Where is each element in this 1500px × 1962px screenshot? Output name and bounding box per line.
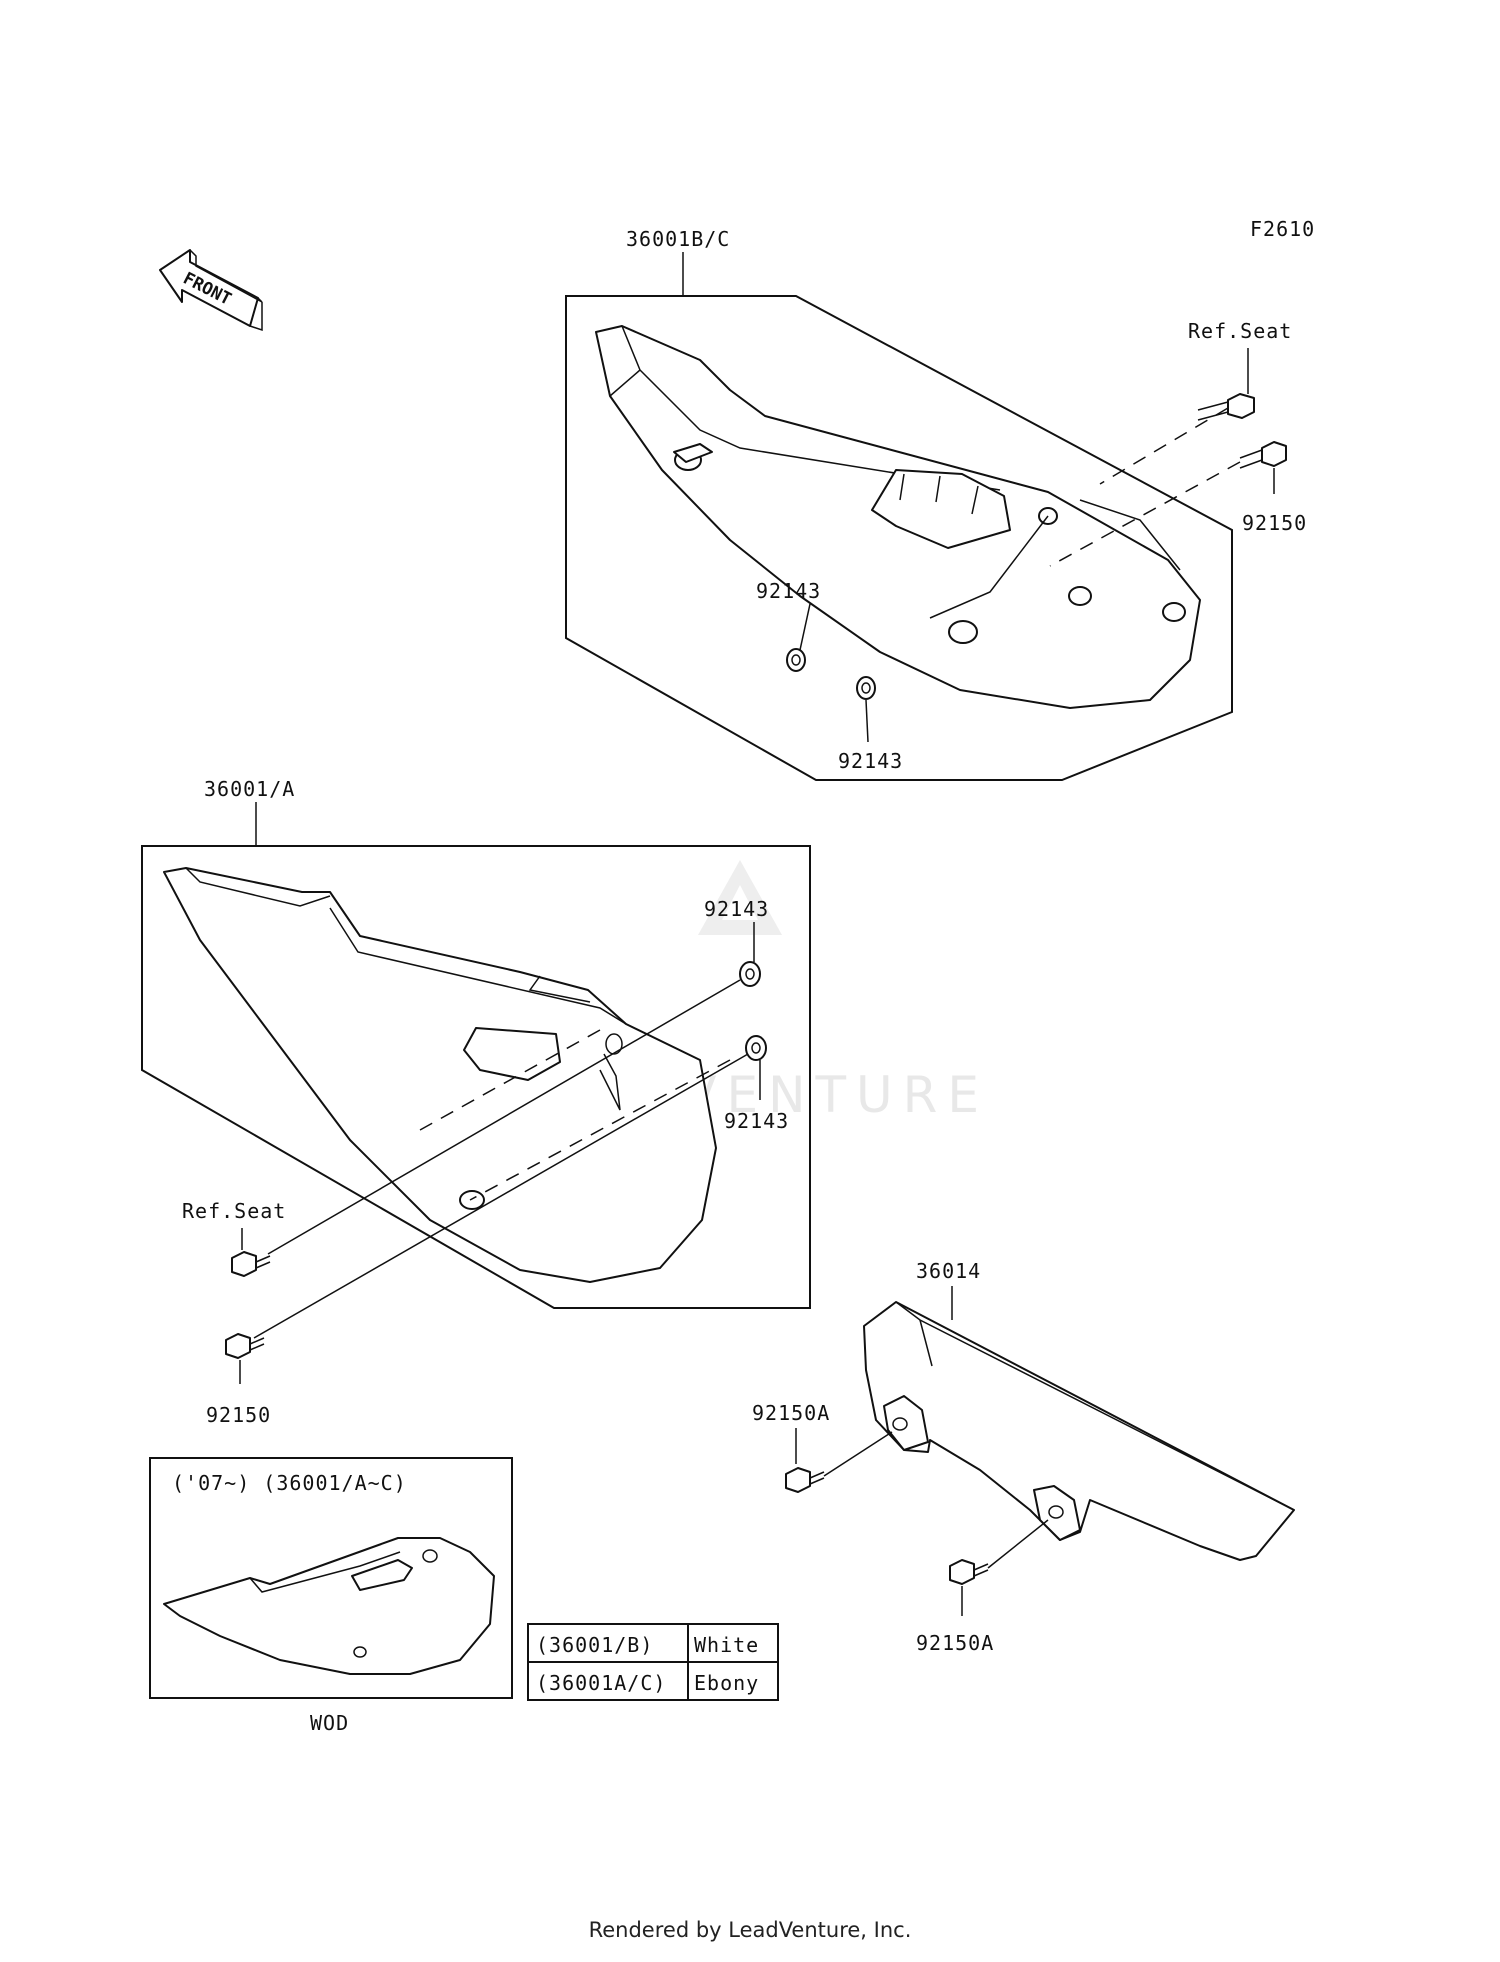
callout-92143-mid-1: 92143 — [704, 897, 769, 921]
table-row-2-part: (36001A/C) — [536, 1671, 666, 1695]
table-row-1-part: (36001/B) — [536, 1633, 653, 1657]
front-arrow-icon: FRONT — [159, 249, 263, 332]
washer-icon-mid-1 — [739, 961, 761, 987]
callout-36014: 36014 — [916, 1259, 981, 1283]
callout-92143-mid-2: 92143 — [724, 1109, 789, 1133]
callout-92150a-1: 92150A — [752, 1401, 830, 1425]
color-table: (36001/B) White (36001A/C) Ebony — [527, 1623, 779, 1701]
chain-cover-36014 — [863, 1301, 1295, 1561]
washer-icon-mid-2 — [745, 1035, 767, 1061]
bolt-icon-chain-1 — [785, 1467, 825, 1493]
inset-frame — [149, 1457, 513, 1699]
callout-36001a: 36001/A — [204, 777, 295, 801]
washer-icon-top-1 — [786, 648, 806, 672]
washer-icon-top-2 — [856, 676, 876, 700]
diagram-id: F2610 — [1250, 217, 1315, 241]
callout-92143-top-2: 92143 — [838, 749, 903, 773]
callout-36001bc: 36001B/C — [626, 227, 730, 251]
bolt-icon-mid-2 — [225, 1333, 265, 1384]
table-row-2-color: Ebony — [694, 1671, 759, 1695]
group-frame-a — [141, 845, 811, 1309]
side-cover-a — [163, 867, 717, 1283]
callout-92150-top: 92150 — [1242, 511, 1307, 535]
footer-credit: Rendered by LeadVenture, Inc. — [588, 1918, 912, 1942]
table-row-1-color: White — [694, 1633, 759, 1657]
inset-side-cover — [163, 1537, 495, 1675]
side-cover-bc — [595, 325, 1201, 709]
bolt-icon-top-1 — [1197, 348, 1255, 421]
inset-title: ('07~) (36001/A~C) — [172, 1471, 407, 1495]
callout-92150-mid: 92150 — [206, 1403, 271, 1427]
inset-caption: WOD — [310, 1711, 349, 1735]
callout-92143-top-1: 92143 — [756, 579, 821, 603]
bolt-icon-chain-2 — [949, 1559, 989, 1585]
group-frame-bc — [565, 295, 1233, 781]
callout-ref-seat-mid: Ref.Seat — [182, 1199, 286, 1223]
bolt-icon-mid-1 — [231, 1228, 271, 1277]
callout-92150a-2: 92150A — [916, 1631, 994, 1655]
bolt-icon-top-2 — [1239, 441, 1287, 494]
callout-ref-seat-top: Ref.Seat — [1188, 319, 1292, 343]
